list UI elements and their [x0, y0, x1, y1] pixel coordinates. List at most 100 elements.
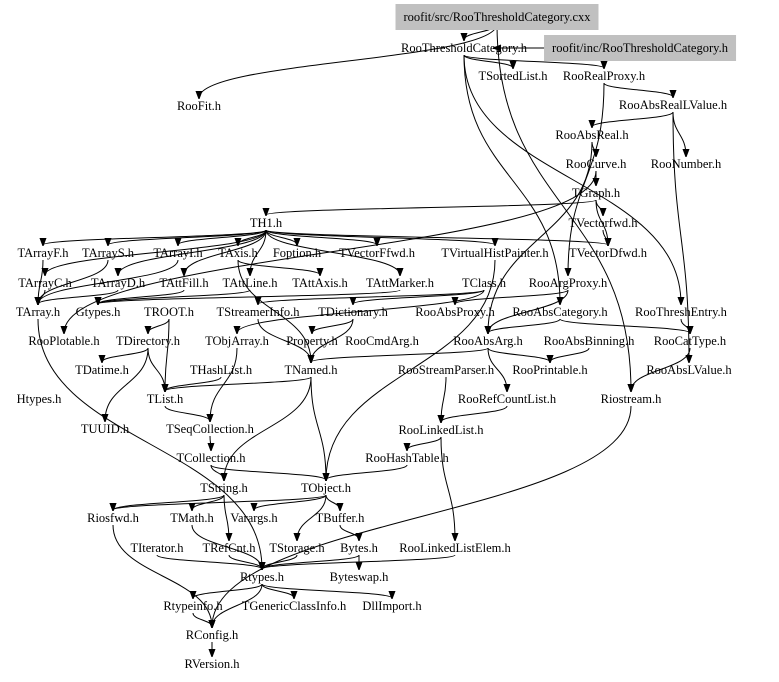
header-node-property[interactable]: Property.h: [286, 334, 338, 348]
header-node-tdatime[interactable]: TDatime.h: [75, 363, 129, 377]
header-node-tseq-collection[interactable]: TSeqCollection.h: [166, 422, 254, 436]
header-node-tatt-fill[interactable]: TAttFill.h: [159, 276, 209, 290]
header-node-roo-abs-binning[interactable]: RooAbsBinning.h: [543, 334, 635, 348]
edge-tobject-to-varargs: [254, 494, 327, 510]
header-node-dll-import[interactable]: DllImport.h: [362, 599, 422, 613]
header-node-tdirectory[interactable]: TDirectory.h: [115, 334, 181, 348]
header-node-htypes[interactable]: Htypes.h: [16, 392, 62, 406]
header-node-rtypes[interactable]: Rtypes.h: [239, 570, 285, 584]
header-node-roo-cat-type[interactable]: RooCatType.h: [653, 334, 727, 348]
edge-tclass-to-tstreamer-info: [258, 289, 485, 304]
header-node-roo-hash-table[interactable]: RooHashTable.h: [365, 451, 449, 465]
header-node-roo-abs-category[interactable]: RooAbsCategory.h: [512, 305, 608, 319]
header-node-tstorage[interactable]: TStorage.h: [269, 541, 325, 555]
header-node-tarray-s[interactable]: TArrayS.h: [81, 246, 135, 260]
edge-rtypes-to-dll-import: [261, 583, 392, 598]
header-node-tvirtual-hist-painter[interactable]: TVirtualHistPainter.h: [441, 246, 549, 260]
header-node-tobject[interactable]: TObject.h: [300, 481, 352, 495]
header-node-tgeneric-class-info[interactable]: TGenericClassInfo.h: [241, 599, 347, 613]
header-node-roo-printable[interactable]: RooPrintable.h: [512, 363, 588, 377]
header-node-roo-curve[interactable]: RooCurve.h: [565, 157, 627, 171]
header-node-riostream[interactable]: Riostream.h: [600, 392, 662, 406]
header-node-tmath[interactable]: TMath.h: [170, 511, 214, 525]
header-node-tvector-dfwd[interactable]: TVectorDfwd.h: [568, 246, 648, 260]
header-node-tstreamer-info[interactable]: TStreamerInfo.h: [216, 305, 300, 319]
edge-tatt-marker-to-gtypes: [98, 289, 401, 304]
edge-tatt-line-to-gtypes: [98, 289, 251, 304]
header-node-roo-fit[interactable]: RooFit.h: [176, 99, 222, 113]
edge-taxis-to-tatt-axis: [237, 259, 320, 275]
header-node-riosfwd[interactable]: Riosfwd.h: [87, 511, 139, 525]
header-node-troot[interactable]: TROOT.h: [143, 305, 195, 319]
header-node-tvectorfwd[interactable]: TVectorfwd.h: [568, 216, 638, 230]
header-node-roo-ref-count-list[interactable]: RooRefCountList.h: [457, 392, 557, 406]
edge-tstring-to-riosfwd: [113, 494, 225, 510]
header-node-tarray-i[interactable]: TArrayI.h: [153, 246, 203, 260]
header-node-thash-list[interactable]: THashList.h: [189, 363, 253, 377]
header-node-byteswap[interactable]: Byteswap.h: [329, 570, 389, 584]
edge-tcollection-to-tobject: [210, 464, 326, 480]
header-node-tatt-line[interactable]: TAttLine.h: [222, 276, 278, 290]
header-node-tobj-array[interactable]: TObjArray.h: [205, 334, 269, 348]
header-node-varargs[interactable]: Varargs.h: [230, 511, 278, 525]
header-node-taxis[interactable]: TAxis.h: [218, 246, 258, 260]
root-file-node-src-cxx[interactable]: roofit/src/RooThresholdCategory.cxx: [395, 4, 599, 30]
header-node-rversion[interactable]: RVersion.h: [184, 657, 240, 671]
root-file-node-inc-h[interactable]: roofit/inc/RooThresholdCategory.h: [544, 35, 736, 61]
header-node-th1[interactable]: TH1.h: [249, 216, 283, 230]
header-node-roo-number[interactable]: RooNumber.h: [650, 157, 722, 171]
header-node-tarray-c[interactable]: TArrayC.h: [18, 276, 72, 290]
header-node-roo-abs-arg[interactable]: RooAbsArg.h: [453, 334, 523, 348]
edge-tdirectory-to-tdatime: [102, 347, 149, 362]
header-node-foption[interactable]: Foption.h: [272, 246, 322, 260]
edge-tdictionary-to-property: [312, 318, 354, 333]
edge-roo-abs-arg-to-roo-printable: [487, 347, 550, 362]
header-node-tuuid[interactable]: TUUID.h: [80, 422, 130, 436]
header-node-gtypes[interactable]: Gtypes.h: [75, 305, 121, 319]
edge-th1-to-tatt-fill: [184, 229, 267, 275]
header-node-tsorted-list[interactable]: TSortedList.h: [478, 69, 548, 83]
header-node-tarray-d[interactable]: TArrayD.h: [90, 276, 146, 290]
header-node-tatt-axis[interactable]: TAttAxis.h: [292, 276, 348, 290]
header-node-tlist[interactable]: TList.h: [146, 392, 184, 406]
header-node-bytes[interactable]: Bytes.h: [340, 541, 378, 555]
header-node-tdictionary[interactable]: TDictionary.h: [318, 305, 388, 319]
header-node-tarray-f[interactable]: TArrayF.h: [17, 246, 69, 260]
header-node-roo-abs-lvalue[interactable]: RooAbsLValue.h: [646, 363, 732, 377]
edge-tobject-to-riosfwd: [113, 494, 327, 510]
header-node-tnamed[interactable]: TNamed.h: [284, 363, 338, 377]
edge-roo-abs-category-to-roo-abs-arg: [488, 318, 561, 333]
header-node-roo-threshold-category[interactable]: RooThresholdCategory.h: [401, 41, 527, 55]
header-node-tref-cnt[interactable]: TRefCnt.h: [202, 541, 256, 555]
header-node-roo-real-proxy[interactable]: RooRealProxy.h: [562, 69, 646, 83]
header-node-tbuffer[interactable]: TBuffer.h: [315, 511, 365, 525]
edge-tarray-d-to-tarray: [38, 289, 119, 304]
header-node-rtypeinfo[interactable]: Rtypeinfo.h: [163, 599, 223, 613]
header-node-roo-abs-real[interactable]: RooAbsReal.h: [555, 128, 629, 142]
edge-roo-abs-real-to-roo-curve: [591, 141, 596, 156]
edge-tlist-to-tseq-collection: [164, 405, 210, 421]
header-node-roo-cmd-arg[interactable]: RooCmdArg.h: [345, 334, 419, 348]
header-node-roo-thresh-entry[interactable]: RooThreshEntry.h: [635, 305, 727, 319]
header-node-tarray[interactable]: TArray.h: [15, 305, 61, 319]
edge-troot-to-tdirectory: [148, 318, 170, 333]
header-node-titerator[interactable]: TIterator.h: [130, 541, 184, 555]
header-node-rconfig[interactable]: RConfig.h: [185, 628, 239, 642]
header-node-roo-plotable[interactable]: RooPlotable.h: [28, 334, 100, 348]
edge-tarray-to-rtypes: [37, 318, 262, 569]
header-node-roo-abs-proxy[interactable]: RooAbsProxy.h: [415, 305, 495, 319]
header-node-tcollection[interactable]: TCollection.h: [176, 451, 246, 465]
header-node-tatt-marker[interactable]: TAttMarker.h: [365, 276, 435, 290]
header-node-roo-arg-proxy[interactable]: RooArgProxy.h: [528, 276, 608, 290]
edge-tcollection-to-tstring: [210, 464, 224, 480]
header-node-roo-abs-real-lvalue[interactable]: RooAbsRealLValue.h: [618, 98, 728, 112]
header-node-roo-linked-list[interactable]: RooLinkedList.h: [398, 423, 484, 437]
header-node-roo-stream-parser[interactable]: RooStreamParser.h: [397, 363, 495, 377]
header-node-tvector-ffwd[interactable]: TVectorFfwd.h: [338, 246, 416, 260]
header-node-tgraph[interactable]: TGraph.h: [571, 186, 621, 200]
header-node-tclass[interactable]: TClass.h: [461, 276, 507, 290]
header-node-roo-linked-list-elem[interactable]: RooLinkedListElem.h: [399, 541, 511, 555]
edge-roo-ref-count-list-to-roo-linked-list: [441, 405, 508, 422]
header-node-tstring[interactable]: TString.h: [200, 481, 248, 495]
